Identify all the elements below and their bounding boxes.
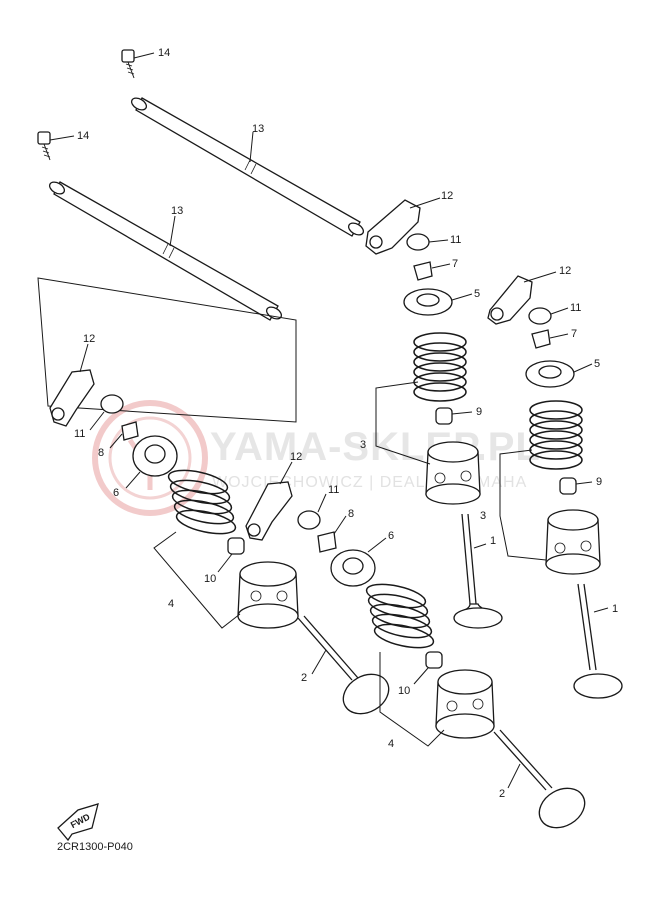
forward-arrow-icon: FWD <box>57 803 99 842</box>
assembly-bracket-left <box>37 277 297 423</box>
adjusting-pad-4 <box>297 493 327 530</box>
valve-lifter-2 <box>545 509 601 575</box>
callout-9a: 9 <box>476 406 482 418</box>
callout-7a: 7 <box>452 258 458 270</box>
callout-6b: 6 <box>388 530 394 542</box>
callout-11a: 11 <box>450 234 461 246</box>
valve-spring-4 <box>365 583 435 649</box>
callout-2b: 2 <box>499 788 505 800</box>
stem-seal-4 <box>413 651 443 685</box>
valve-spring-2 <box>529 400 583 470</box>
callout-6a: 6 <box>113 487 119 499</box>
valve-3 <box>297 615 390 715</box>
callout-7b: 7 <box>571 328 577 340</box>
diagram-code: 2CR1300-P040 <box>57 841 133 853</box>
valve-4 <box>493 729 586 829</box>
callout-8b: 8 <box>348 508 354 520</box>
rocker-shaft-upper <box>130 97 365 237</box>
valve-lifter-3 <box>237 561 299 629</box>
callout-1b: 1 <box>612 603 618 615</box>
callout-11d: 11 <box>328 484 339 496</box>
callout-12a: 12 <box>441 190 453 202</box>
valve-spring-3 <box>167 469 237 535</box>
bolt-upper <box>121 49 155 79</box>
valve-2 <box>573 583 623 699</box>
callout-11c: 11 <box>74 428 85 440</box>
callout-4a: 4 <box>168 598 174 610</box>
callout-12b: 12 <box>559 265 571 277</box>
spring-retainer-2 <box>525 360 593 388</box>
stem-seal-1 <box>435 407 473 425</box>
callout-1a: 1 <box>490 535 496 547</box>
bracket-spring-group-2 <box>499 449 547 561</box>
rocker-shaft-lower <box>48 181 283 321</box>
callout-10b: 10 <box>398 685 410 697</box>
callout-9b: 9 <box>596 476 602 488</box>
callout-8a: 8 <box>98 447 104 459</box>
callout-10a: 10 <box>204 573 216 585</box>
rocker-arm-3 <box>49 343 95 427</box>
spring-retainer-3 <box>125 435 178 489</box>
stem-seal-3 <box>217 537 245 573</box>
callout-11b: 11 <box>570 302 581 314</box>
valve-lifter-1 <box>425 441 481 505</box>
callout-4b: 4 <box>388 738 394 750</box>
callout-3a: 3 <box>360 439 366 451</box>
callout-5b: 5 <box>594 358 600 370</box>
adjusting-pad-2 <box>528 307 569 325</box>
callout-12c: 12 <box>83 333 95 345</box>
callout-14b: 14 <box>77 130 89 142</box>
valve-cotter-4 <box>317 515 347 553</box>
bracket-spring-group-1 <box>375 381 431 465</box>
spring-retainer-1 <box>403 288 473 316</box>
bracket-spring-group-4 <box>379 652 445 747</box>
callout-2a: 2 <box>301 672 307 684</box>
rocker-arm-2 <box>487 271 557 325</box>
valve-lifter-4 <box>435 669 495 739</box>
bracket-spring-group-3 <box>153 531 241 629</box>
valve-cotter-3 <box>109 421 139 449</box>
rocker-arm-4 <box>245 461 293 541</box>
adjusting-pad-3 <box>89 394 124 431</box>
spring-retainer-4 <box>330 537 387 587</box>
valve-cotter-2 <box>531 329 569 349</box>
callout-12d: 12 <box>290 451 302 463</box>
callout-5a: 5 <box>474 288 480 300</box>
valve-spring-1 <box>413 332 467 402</box>
rocker-arm-1 <box>365 197 441 255</box>
callout-14a: 14 <box>158 47 170 59</box>
bolt-lower <box>37 131 75 161</box>
valve-cotter-1 <box>413 261 451 281</box>
adjusting-pad-1 <box>406 233 449 251</box>
watermark-title: YAMA-SKLEP.PL <box>210 425 541 469</box>
callout-13a: 13 <box>252 123 264 135</box>
stem-seal-2 <box>559 477 593 495</box>
valve-1 <box>453 513 503 629</box>
callout-13b: 13 <box>171 205 183 217</box>
callout-3b: 3 <box>480 510 486 522</box>
